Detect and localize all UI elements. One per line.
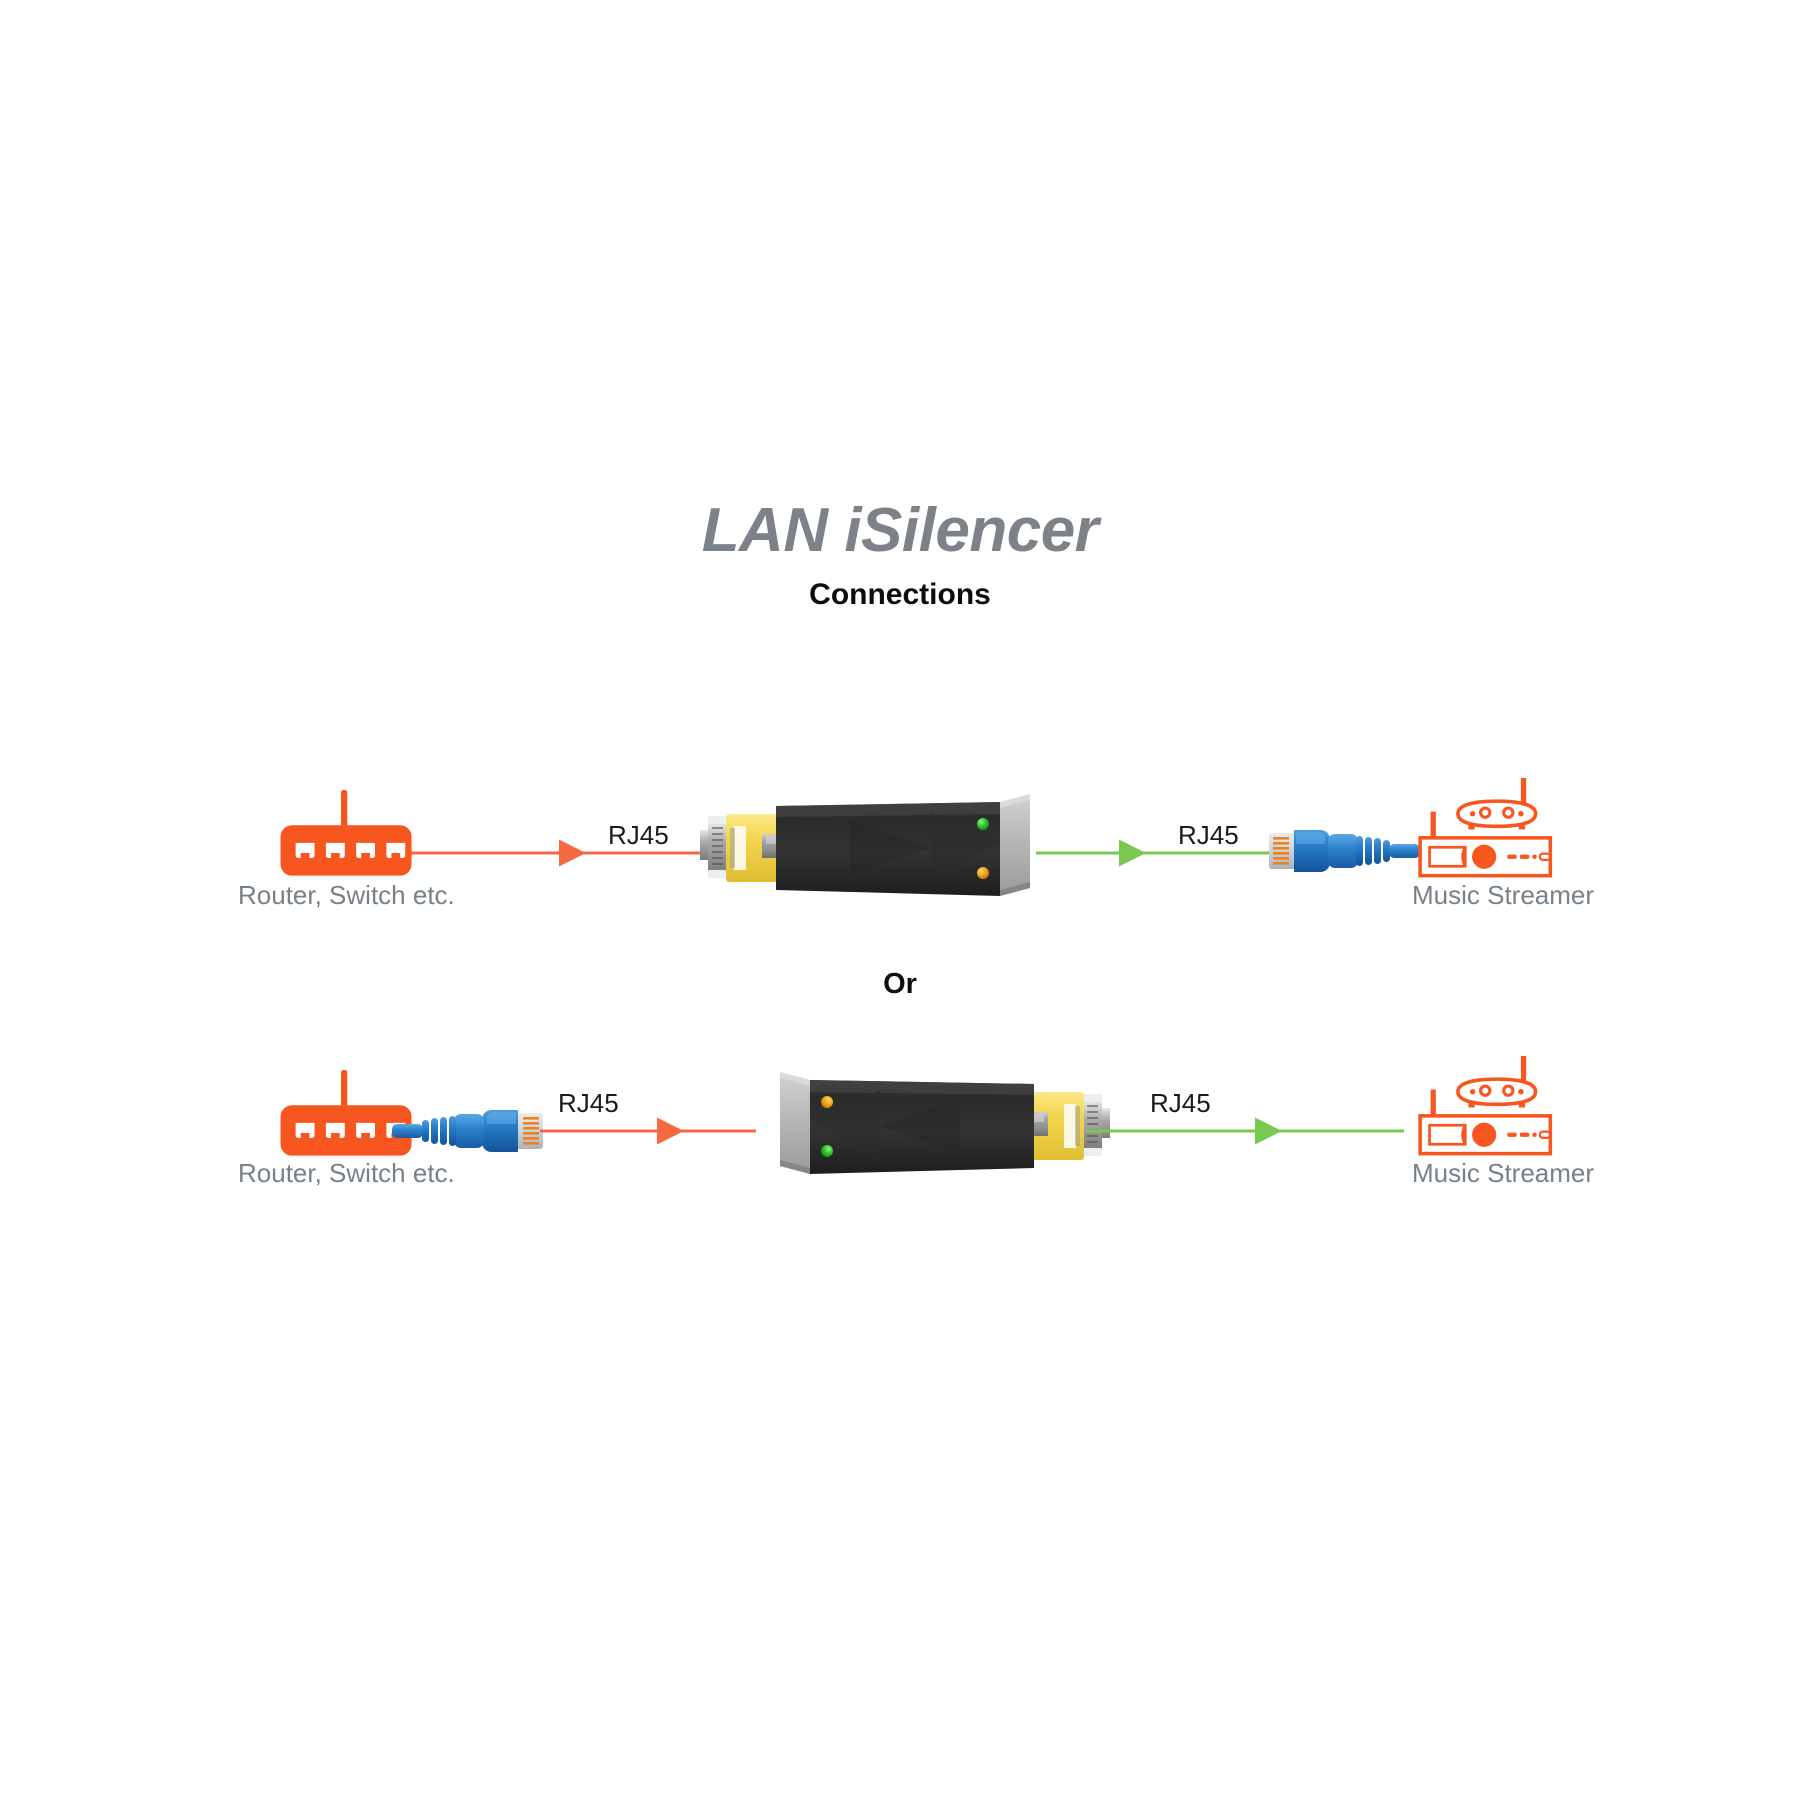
row1-diagram <box>280 776 1553 897</box>
row2-destination-label: Music Streamer <box>1412 1158 1595 1188</box>
row2-blue-cable <box>392 1110 543 1152</box>
row2-diagram <box>280 1054 1553 1175</box>
row2-left-rj45-label: RJ45 <box>558 1088 619 1118</box>
row2-right-rj45-label: RJ45 <box>1150 1088 1211 1118</box>
row1-music-streamer-icon <box>1418 776 1553 878</box>
row1-left-rj45-label: RJ45 <box>608 820 669 850</box>
row2-router-icon <box>280 1070 412 1156</box>
row1-source-label: Router, Switch etc. <box>238 880 455 910</box>
row1-isilencer-device <box>699 793 1031 897</box>
page-subtitle: Connections <box>809 578 991 611</box>
row1-router-icon <box>280 790 412 876</box>
page-title: LAN iSilencer <box>701 496 1099 565</box>
row1-blue-cable <box>1269 830 1420 872</box>
row2-music-streamer-icon <box>1418 1054 1553 1156</box>
or-divider-label: Or <box>883 968 917 1000</box>
row1-destination-label: Music Streamer <box>1412 880 1595 910</box>
row1-right-rj45-label: RJ45 <box>1178 820 1239 850</box>
row2-isilencer-device <box>779 1071 1111 1175</box>
row2-source-label: Router, Switch etc. <box>238 1158 455 1188</box>
